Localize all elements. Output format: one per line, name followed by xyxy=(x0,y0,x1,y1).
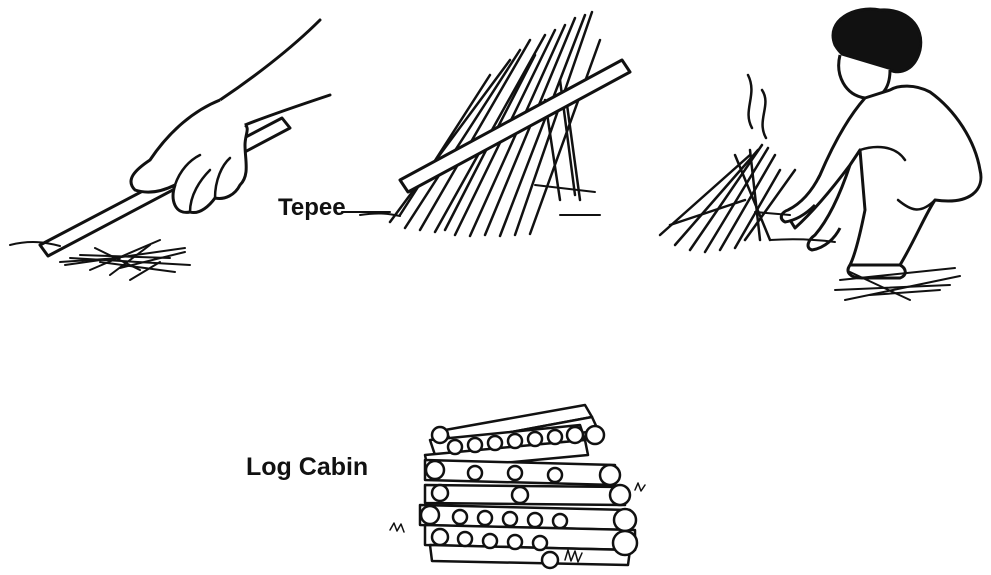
tepee-pointer-line xyxy=(340,200,400,220)
tepee-fire-lay-icon xyxy=(360,0,640,250)
child-lighting-fire-icon xyxy=(650,0,991,310)
tepee-label: Tepee xyxy=(278,194,346,222)
log-cabin-label: Log Cabin xyxy=(246,453,368,482)
hand-arranging-tinder-icon xyxy=(0,0,340,300)
log-cabin-fire-lay-icon xyxy=(380,395,660,575)
